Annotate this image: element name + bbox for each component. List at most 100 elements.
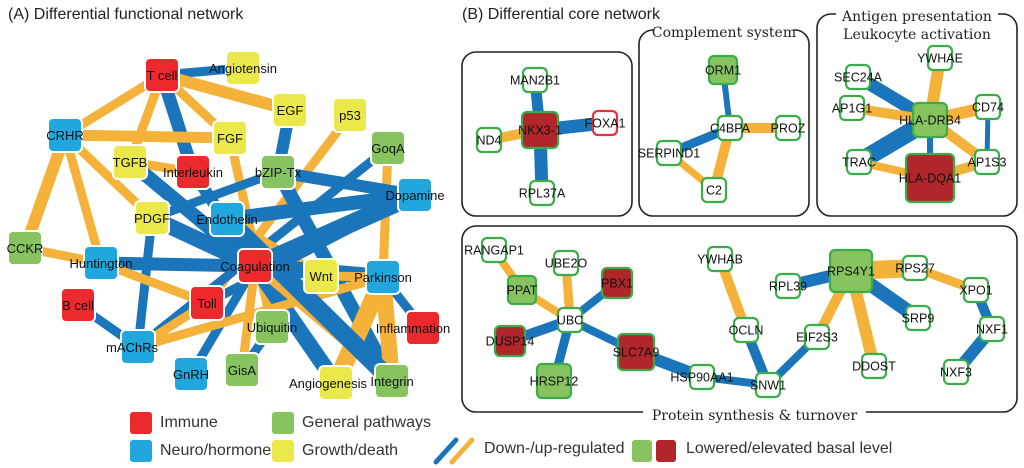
node-parkinson[interactable]: Parkinson (354, 259, 412, 295)
node-gisa[interactable]: GisA (224, 352, 260, 388)
node-coagulation[interactable]: Coagulation (220, 248, 290, 284)
gene-box (754, 371, 782, 399)
node-gnrh[interactable]: GnRH (173, 356, 209, 392)
gene-eif2s3[interactable]: EIF2S3 (796, 323, 838, 351)
gene-nd4[interactable]: ND4 (475, 126, 503, 154)
node-toll[interactable]: Toll (189, 285, 225, 321)
gene-slc7a9[interactable]: SLC7A9 (613, 332, 660, 372)
node-box (224, 352, 260, 388)
node-box (173, 356, 209, 392)
gene-proz[interactable]: PROZ (771, 114, 806, 142)
gene-box (904, 304, 932, 332)
node-p53[interactable]: p53 (332, 97, 368, 133)
gene-label: RPL37A (519, 187, 566, 201)
node-ubiquitin[interactable]: Ubiquitin (247, 309, 298, 345)
group-title: Protein synthesis & turnover (652, 408, 858, 424)
node-goqa[interactable]: GoqA (370, 130, 406, 166)
gene-hrsp12[interactable]: HRSP12 (530, 362, 579, 400)
gene-nxf1[interactable]: NXF1 (976, 315, 1008, 343)
node-integrin[interactable]: Integrin (370, 363, 414, 399)
gene-label: PROZ (771, 122, 806, 136)
gene-rpl39[interactable]: RPL39 (769, 272, 807, 300)
gene-nxf3[interactable]: NXF3 (940, 358, 972, 386)
gene-snw1[interactable]: SNW1 (750, 371, 786, 399)
gene-trac[interactable]: TRAC (842, 148, 876, 176)
gene-hladrb4[interactable]: HLA-DRB4 (899, 101, 961, 139)
gene-box (480, 236, 508, 264)
gene-ddost[interactable]: DDOST (852, 352, 896, 380)
node-inflammation[interactable]: Inflammation (376, 310, 450, 346)
node-huntington[interactable]: Huntington (70, 245, 133, 281)
gene-sec24a[interactable]: SEC24A (834, 63, 883, 91)
node-angiogenesis[interactable]: Angiogenesis (289, 365, 368, 401)
gene-label: RPS27 (895, 262, 935, 276)
gene-box (978, 315, 1006, 343)
node-interleukin[interactable]: Interleukin (163, 154, 223, 190)
node-egf[interactable]: EGF (272, 92, 308, 128)
gene-ocln[interactable]: OCLN (729, 316, 764, 344)
gene-serpind1[interactable]: SERPIND1 (638, 139, 701, 167)
node-box (212, 120, 248, 156)
gene-rps27[interactable]: RPS27 (895, 254, 935, 282)
gene-label: SEC24A (834, 71, 883, 85)
gene-cd74[interactable]: CD74 (972, 93, 1004, 121)
gene-dusp14[interactable]: DUSP14 (486, 324, 535, 358)
gene-hsp90aa1[interactable]: HSP90AA1 (670, 363, 734, 391)
gene-label: HSP90AA1 (670, 371, 733, 385)
gene-rpl37a[interactable]: RPL37A (519, 179, 566, 207)
node-bcell[interactable]: B cell (60, 287, 96, 323)
gene-man2b1[interactable]: MAN2B1 (510, 66, 560, 94)
gene-box (962, 276, 990, 304)
group-title: Complement system (652, 25, 796, 41)
node-fgf[interactable]: FGF (212, 120, 248, 156)
node-cckr[interactable]: CCKR (7, 230, 44, 266)
node-tgfb[interactable]: TGFB (112, 144, 148, 180)
node-box (318, 365, 354, 401)
edge-endothelin-integrin (220, 212, 399, 388)
gene-box (552, 249, 580, 277)
gene-ppat[interactable]: PPAT (507, 274, 538, 306)
group-title: Antigen presentation (841, 9, 992, 25)
gene-label: HLA-DRB4 (899, 114, 961, 128)
node-label: bZIP-Tx (255, 165, 302, 180)
gene-ap1g1[interactable]: AP1G1 (832, 94, 872, 122)
gene-ap1s3[interactable]: AP1S3 (968, 148, 1007, 176)
node-wnt[interactable]: Wnt (303, 258, 339, 294)
gene-c2[interactable]: C2 (700, 176, 728, 204)
node-machrs[interactable]: mAChRs (106, 329, 159, 365)
node-crhr[interactable]: CRHR (46, 117, 84, 153)
gene-box (521, 66, 549, 94)
gene-label: FOXA1 (585, 117, 626, 131)
gene-xpo1[interactable]: XPO1 (959, 276, 993, 304)
node-dopamine[interactable]: Dopamine (385, 177, 445, 213)
node-endothelin[interactable]: Endothelin (196, 201, 258, 237)
gene-label: NKX3-1 (518, 124, 562, 138)
gene-ube2o[interactable]: UBE2O (545, 249, 588, 277)
edge-huntington-coagulation (100, 256, 256, 273)
gene-label: YWHAE (917, 52, 963, 66)
gene-rps4y1[interactable]: RPS4Y1 (827, 248, 875, 294)
gene-hladqa1[interactable]: HLA-DQA1 (899, 152, 962, 204)
gene-rangap1[interactable]: RANGAP1 (464, 236, 524, 264)
gene-box (904, 152, 956, 204)
gene-ywhab[interactable]: YWHAB (697, 245, 743, 273)
edge-crhr-cckr (19, 132, 71, 251)
gene-srp9[interactable]: SRP9 (902, 304, 935, 332)
node-tcell[interactable]: T cell (144, 57, 180, 93)
legend-swatch-general (272, 412, 294, 434)
gene-ubc[interactable]: UBC (557, 306, 583, 334)
node-label: Integrin (370, 374, 413, 389)
gene-label: UBE2O (545, 257, 588, 271)
gene-pbx1[interactable]: PBX1 (600, 266, 634, 300)
node-bzip[interactable]: bZIP-Tx (255, 154, 302, 190)
gene-ywhae[interactable]: YWHAE (917, 44, 963, 72)
gene-label: C2 (706, 184, 722, 198)
gene-c4bpa[interactable]: C4BPA (710, 114, 751, 142)
node-angiotensin[interactable]: Angiotensin (209, 50, 277, 86)
node-pdgf[interactable]: PDGF (134, 200, 170, 236)
node-box (47, 117, 83, 153)
gene-box (926, 44, 954, 72)
gene-nkx31[interactable]: NKX3-1 (518, 110, 562, 150)
gene-foxa1[interactable]: FOXA1 (585, 109, 626, 137)
gene-orm1[interactable]: ORM1 (705, 54, 741, 86)
